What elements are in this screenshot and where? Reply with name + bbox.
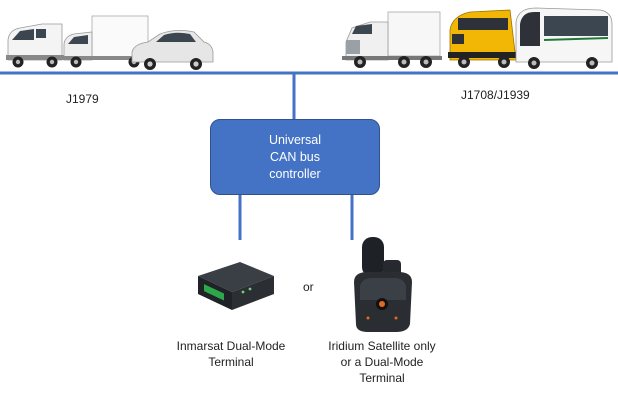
box-truck-icon xyxy=(62,15,150,68)
can-bus-controller-box: Universal CAN bus controller xyxy=(210,119,380,195)
iridium-terminal-caption: Iridium Satellite only or a Dual-Mode Te… xyxy=(312,338,452,386)
inmarsat-caption-line-1: Inmarsat Dual-Mode xyxy=(176,339,286,353)
iridium-caption-line-3: Terminal xyxy=(359,371,405,385)
school-bus-icon xyxy=(448,9,518,68)
iridium-terminal-icon xyxy=(354,237,412,332)
or-label: or xyxy=(303,280,314,294)
sedan-icon xyxy=(131,30,214,70)
right-protocol-label: J1708/J1939 xyxy=(461,88,530,102)
van-icon xyxy=(6,23,64,68)
left-protocol-label: J1979 xyxy=(66,92,99,106)
controller-line-2: CAN bus xyxy=(269,149,321,164)
controller-line-1: Universal xyxy=(268,132,322,147)
controller-line-3: controller xyxy=(269,166,321,181)
semi-truck-icon xyxy=(342,11,442,68)
inmarsat-terminal-caption: Inmarsat Dual-Mode Terminal xyxy=(156,338,306,370)
inmarsat-terminal-icon xyxy=(198,262,274,310)
iridium-caption-line-1: Iridium Satellite only xyxy=(328,339,436,353)
iridium-caption-line-2: or a Dual-Mode xyxy=(340,355,424,369)
coach-bus-icon xyxy=(515,7,613,69)
inmarsat-caption-line-2: Terminal xyxy=(208,355,254,369)
